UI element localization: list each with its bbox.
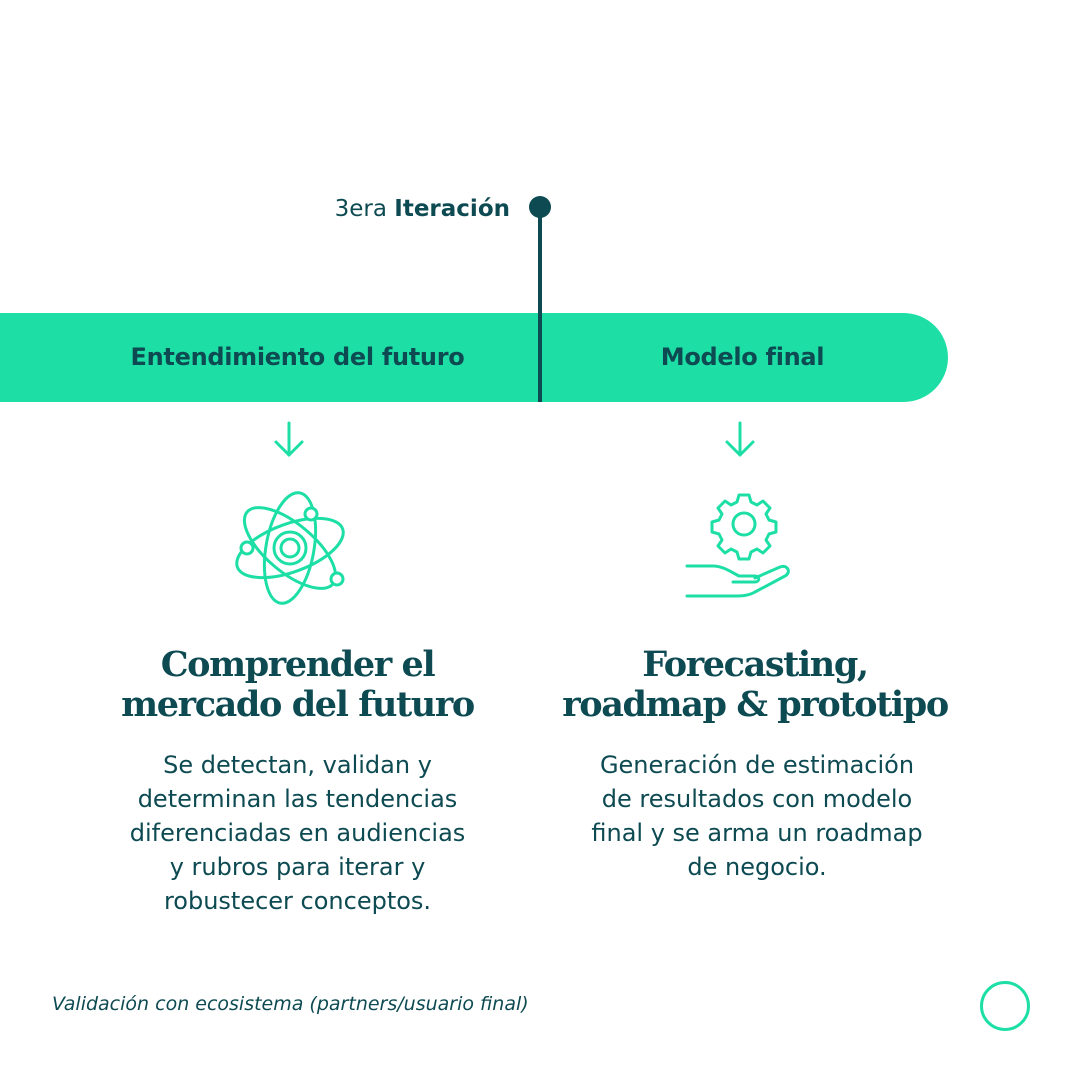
card-title-line: mercado del futuro — [121, 684, 475, 725]
iteration-prefix: 3era — [334, 196, 387, 222]
timeline-marker-dot — [529, 196, 551, 218]
description-line: y rubros para iterar y — [169, 853, 426, 881]
circle-icon — [980, 981, 1030, 1031]
arrow-down-icon — [269, 420, 309, 460]
stage-band — [0, 313, 948, 402]
card-description-understand-market: Se detectan, validan y determinan las te… — [110, 748, 485, 918]
description-line: final y se arma un roadmap — [591, 819, 923, 847]
description-line: robustecer conceptos. — [163, 887, 432, 915]
hand-gear-icon — [680, 486, 804, 610]
stage-label-understanding: Entendimiento del futuro — [130, 343, 465, 371]
description-line: de resultados con modelo — [601, 785, 913, 813]
iteration-name: Iteración — [394, 196, 510, 222]
description-line: de negocio. — [687, 853, 827, 881]
description-line: determinan las tendencias — [137, 785, 458, 813]
card-title-understand-market: Comprender el mercado del futuro — [80, 645, 515, 725]
atom-icon — [228, 486, 352, 610]
card-title-line: Forecasting, — [642, 644, 869, 685]
card-title-line: roadmap & prototipo — [562, 684, 949, 725]
arrow-down-icon — [720, 420, 760, 460]
card-description-forecasting: Generación de estimación de resultados c… — [577, 748, 937, 884]
iteration-label: 3era Iteración — [335, 194, 510, 224]
card-title-forecasting: Forecasting, roadmap & prototipo — [535, 645, 975, 725]
timeline-marker-line — [538, 210, 542, 402]
description-line: diferenciadas en audiencias — [129, 819, 466, 847]
card-title-line: Comprender el — [160, 644, 436, 685]
description-line: Generación de estimación — [599, 751, 915, 779]
description-line: Se detectan, validan y — [163, 751, 432, 779]
stage-label-final-model: Modelo final — [660, 343, 825, 371]
footer-note: Validación con ecosistema (partners/usua… — [52, 993, 529, 1015]
